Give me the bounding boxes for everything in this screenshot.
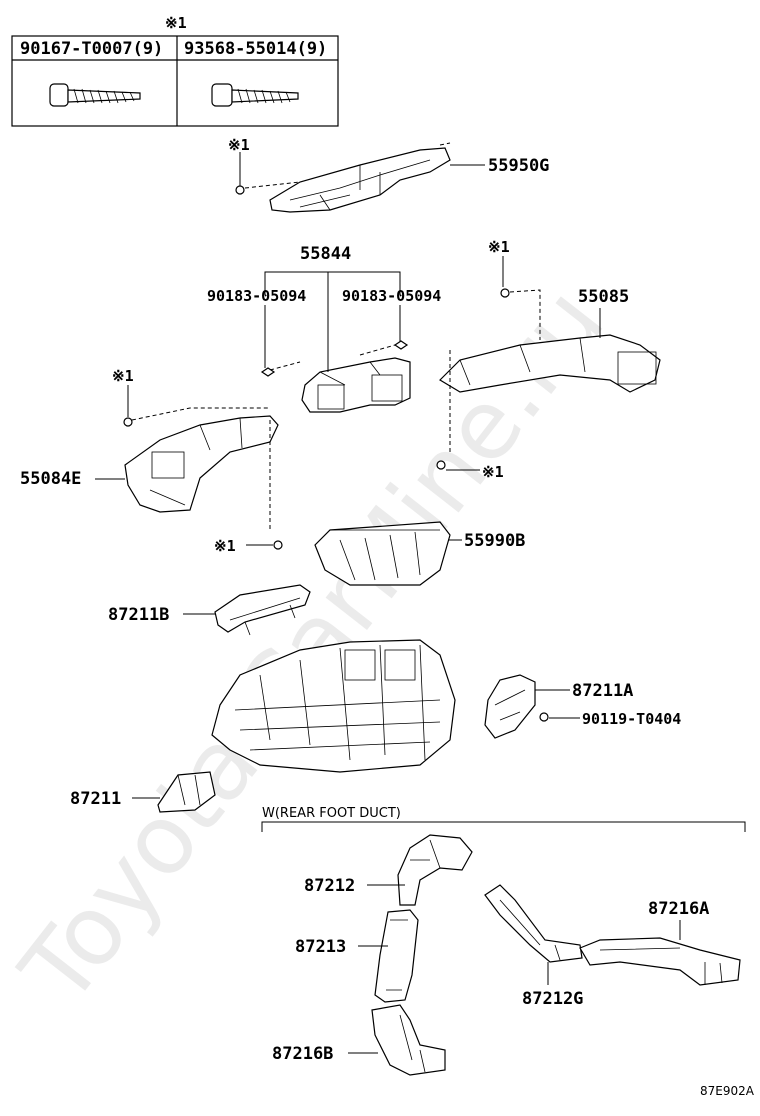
table-col1-part-number: 90167-T0007(9) (20, 39, 163, 59)
clip-icon (260, 367, 276, 377)
label-87216B: 87216B (272, 1044, 333, 1064)
duct-87216A (579, 937, 741, 986)
label-87211A: 87211A (572, 681, 633, 701)
label-55990B: 55990B (464, 531, 525, 551)
table-note-mark: ※1 (165, 14, 187, 32)
screw-icon (123, 417, 133, 427)
label-87213: 87213 (295, 937, 346, 957)
screw-icon (539, 712, 549, 722)
label-note: ※1 (488, 238, 510, 256)
heater-unit (211, 639, 456, 773)
label-90183-right: 90183-05094 (342, 287, 441, 305)
center-duct-55844: 55844 90183-05094 90183-05094 (207, 244, 441, 413)
group-bracket (261, 821, 746, 832)
label-55084E: 55084E (20, 469, 81, 489)
duct-87216B (371, 1004, 446, 1076)
screw-icon (500, 288, 510, 298)
side-duct-55085: ※1 55085 ※1 (436, 238, 661, 481)
table-border (11, 35, 339, 127)
screw-icon (235, 185, 245, 195)
fastener-table: ※1 90167-T0007(9) 93568-55014(9) (11, 14, 339, 127)
duct-87211A: 87211A 90119-T0404 (484, 674, 681, 739)
label-87212G: 87212G (522, 989, 583, 1009)
defroster-nozzle-55950G: ※1 55950G (228, 136, 549, 213)
label-90119-T0404: 90119-T0404 (582, 710, 681, 728)
side-duct-55084E: ※1 55084E ※1 (20, 367, 283, 555)
clip-icon (393, 340, 409, 350)
duct-87211: 87211 (70, 771, 216, 813)
label-87211B: 87211B (108, 605, 169, 625)
duct-87211B: 87211B (108, 584, 311, 636)
label-rear-foot-duct: W(REAR FOOT DUCT) (262, 806, 401, 821)
label-note: ※1 (214, 537, 236, 555)
diagram-code: 87E902A (700, 1084, 755, 1098)
screw-icon (436, 460, 446, 470)
rear-foot-duct-group: W(REAR FOOT DUCT) 87212 87212G 87216A 87… (261, 806, 746, 1076)
label-90183-left: 90183-05094 (207, 287, 306, 305)
label-55085: 55085 (578, 287, 629, 307)
label-55844: 55844 (300, 244, 351, 264)
label-87216A: 87216A (648, 899, 709, 919)
label-note: ※1 (482, 463, 504, 481)
table-col2-part-number: 93568-55014(9) (184, 39, 327, 59)
duct-87212 (397, 834, 473, 906)
label-87211: 87211 (70, 789, 121, 809)
label-note: ※1 (228, 136, 250, 154)
screw-icon (211, 83, 299, 107)
screw-icon (49, 83, 141, 107)
label-87212: 87212 (304, 876, 355, 896)
register-housing-55990B: 55990B (314, 521, 525, 586)
duct-87212G (484, 884, 583, 963)
label-note: ※1 (112, 367, 134, 385)
label-55950G: 55950G (488, 156, 549, 176)
screw-icon (273, 540, 283, 550)
duct-87213 (374, 909, 419, 1003)
